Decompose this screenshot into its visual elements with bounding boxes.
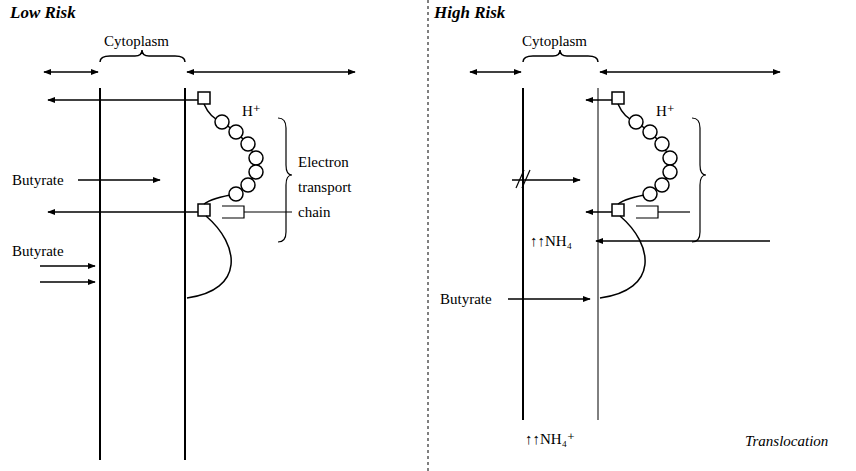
structure-label: Electron transport chain — [298, 150, 378, 225]
substrate-label: Butyrate — [440, 290, 492, 308]
region-label: Cytoplasm — [104, 32, 169, 50]
substrate-label: Butyrate — [12, 242, 64, 260]
process-label: Translocation — [745, 432, 828, 450]
panel-title: Low Risk — [10, 4, 76, 22]
ion-label: H⁺ — [656, 102, 675, 120]
panel-title: High Risk — [434, 4, 505, 22]
substrate-label: Butyrate — [12, 171, 64, 189]
region-label: Cytoplasm — [522, 32, 587, 50]
ion-label: ↑↑NH₄⁺ — [525, 430, 575, 448]
ion-label: ↑↑NH₄ — [530, 232, 572, 250]
ion-label: H⁺ — [242, 102, 261, 120]
